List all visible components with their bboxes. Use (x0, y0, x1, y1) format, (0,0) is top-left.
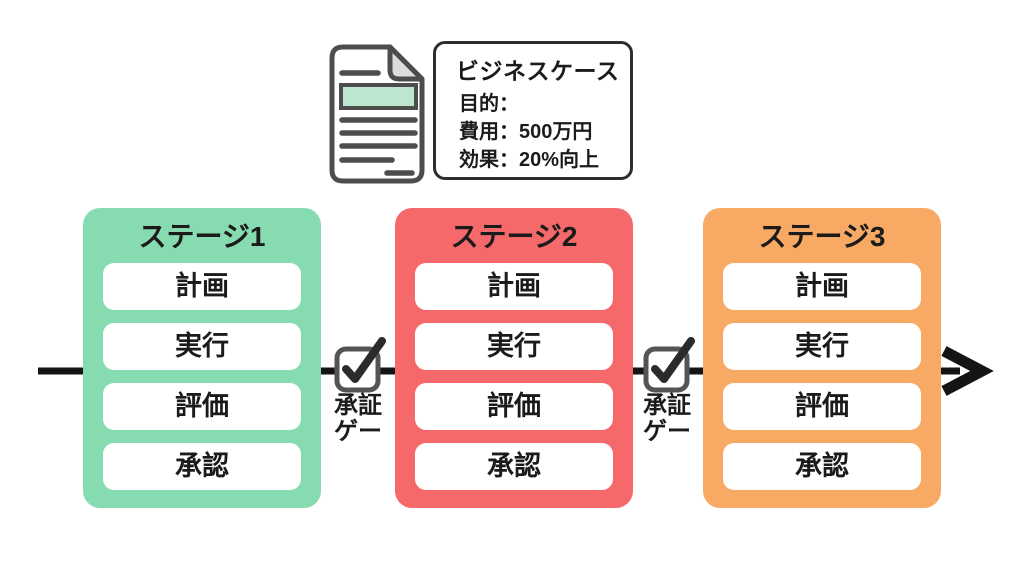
stage-1-step-evaluate: 評価 (103, 383, 301, 430)
business-case-field-effect: 効果：20%向上 (459, 149, 600, 171)
stage-2-step-evaluate: 評価 (415, 383, 613, 430)
gate-2-label: 承証 ゲー (629, 393, 705, 445)
stage-3-title: ステージ3 (758, 221, 886, 252)
checkbox-check-icon (643, 337, 695, 393)
checkmark (342, 337, 386, 383)
stage-1-box: ステージ1 計画 実行 評価 承認 (83, 208, 321, 508)
checkmark (651, 337, 695, 383)
stage-3-step-approve: 承認 (723, 443, 921, 490)
business-case-field-purpose: 目的： (459, 93, 519, 115)
stage-3-step-execute: 実行 (723, 323, 921, 370)
stage-2-step-approve: 承認 (415, 443, 613, 490)
business-case-card: ビジネスケース 目的： 費用：500万円 効果：20%向上 (433, 41, 633, 180)
gate-1-label-line2: ゲー (334, 418, 382, 445)
approval-gate-2: 承証 ゲー (629, 333, 705, 445)
document-icon (329, 44, 425, 184)
gate-1-label: 承証 ゲー (320, 393, 396, 445)
stage-2-title: ステージ2 (450, 221, 578, 252)
stage-2-step-plan: 計画 (415, 263, 613, 310)
checkbox-check-icon (334, 337, 386, 393)
stage-3-step-plan: 計画 (723, 263, 921, 310)
stage-1-step-plan: 計画 (103, 263, 301, 310)
stage-3-box: ステージ3 計画 実行 評価 承認 (703, 208, 941, 508)
stage-1-step-approve: 承認 (103, 443, 301, 490)
arrowhead (941, 346, 994, 396)
doc-highlight-bar (339, 83, 418, 110)
stage-2-box: ステージ2 計画 実行 評価 承認 (395, 208, 633, 508)
gate-2-label-line1: 承証 (643, 392, 691, 419)
folded-corner (387, 44, 425, 82)
business-case-title: ビジネスケース (456, 58, 620, 84)
business-case-field-cost: 費用：500万円 (459, 121, 593, 143)
stage-1-step-execute: 実行 (103, 323, 301, 370)
approval-gate-1: 承証 ゲー (320, 333, 396, 445)
gate-1-label-line1: 承証 (334, 392, 382, 419)
stage-2-step-execute: 実行 (415, 323, 613, 370)
stage-1-title: ステージ1 (138, 221, 266, 252)
stage-3-step-evaluate: 評価 (723, 383, 921, 430)
gate-2-label-line2: ゲー (643, 418, 691, 445)
